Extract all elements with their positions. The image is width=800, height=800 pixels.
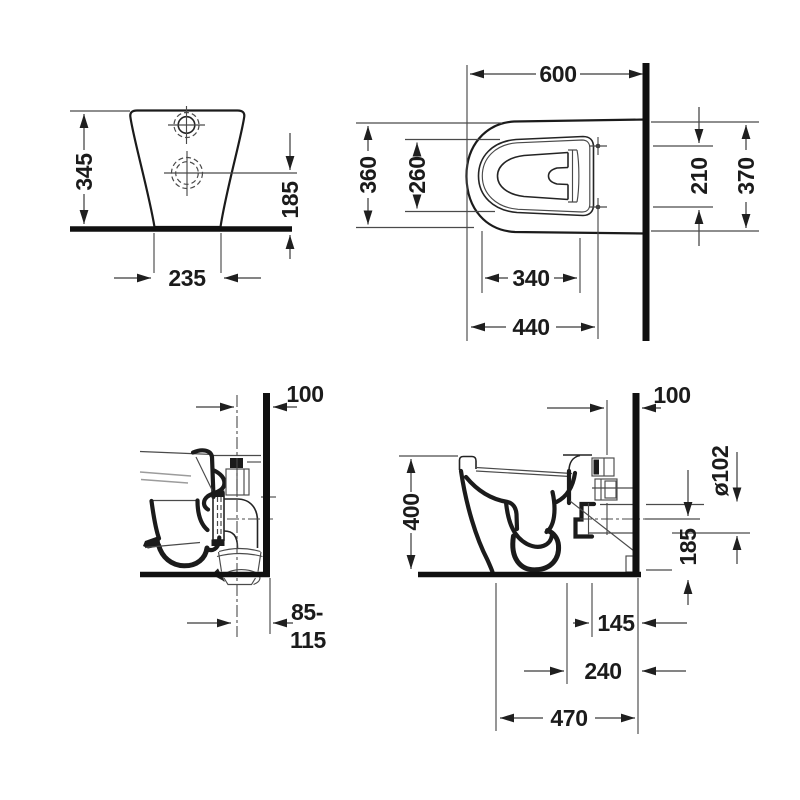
dim-label-115: 115 — [290, 627, 327, 653]
dim-label-360: 360 — [355, 156, 381, 193]
plan-body-outline — [465, 118, 647, 235]
view-side-section: 100 400 ø102 185 1 — [398, 382, 750, 734]
dim-label-145: 145 — [597, 610, 635, 636]
dim-label-370: 370 — [733, 157, 759, 194]
view-outlet-detail: 100 85- 115 — [139, 381, 327, 653]
dim-label-600: 600 — [539, 61, 576, 87]
dim-side-outlet-diameter: ø102 — [646, 446, 750, 564]
dim-front-outlet-height: 185 — [277, 133, 303, 259]
side-body-profile — [458, 454, 656, 575]
dim-plan-opening-length: 340 — [481, 231, 581, 293]
front-hole-outlet — [164, 151, 297, 196]
dim-label-470: 470 — [550, 705, 587, 731]
dim-label-400: 400 — [398, 493, 424, 530]
dim-plan-seat-opening-width: 260 — [404, 138, 500, 213]
dim-detail-wall-to-outlet: 100 — [196, 381, 324, 412]
dim-label-185-side: 185 — [675, 528, 701, 566]
dim-plan-bowl-width: 360 — [355, 122, 502, 229]
plan-hinge-hole-top — [589, 137, 607, 155]
seat-cover-line — [139, 471, 192, 477]
dim-label-240: 240 — [584, 658, 621, 684]
dim-side-wall-to-trap: 240 — [524, 583, 686, 684]
dim-label-260: 260 — [404, 156, 430, 193]
dim-label-345: 345 — [71, 153, 97, 191]
dim-label-85: 85- — [291, 599, 323, 625]
dim-side-wall-to-hinge: 100 — [547, 382, 691, 455]
dim-plan-back-width: 370 — [651, 121, 759, 232]
dim-plan-hinge-hole-spacing: 210 — [653, 107, 713, 246]
dim-label-340: 340 — [512, 265, 549, 291]
plan-bowl-opening — [496, 149, 580, 203]
dim-label-440: 440 — [512, 314, 549, 340]
dim-detail-outlet-range: 85- 115 — [187, 599, 327, 653]
dim-side-outlet-center-height: 185 — [645, 470, 701, 605]
dim-label-235: 235 — [168, 265, 206, 291]
dim-front-base-width: 235 — [114, 233, 261, 291]
view-front: 345 185 235 — [70, 106, 303, 291]
dim-side-wall-to-outlet: 145 — [573, 583, 687, 637]
plan-hinge-hole-bottom — [589, 198, 607, 216]
dim-front-total-height: 345 — [70, 110, 130, 224]
dim-plan-front-to-holes: 440 — [471, 216, 599, 340]
plan-seat-ring — [477, 135, 595, 217]
dim-label-100-detail: 100 — [286, 381, 323, 407]
dim-label-100-side: 100 — [653, 382, 690, 408]
dim-label-210: 210 — [686, 157, 712, 194]
detail-vario-bend — [211, 395, 276, 637]
detail-bowl-section — [143, 498, 222, 569]
view-plan: 600 360 260 210 — [355, 61, 759, 341]
dim-side-wall-to-front: 470 — [495, 578, 639, 734]
dim-label-185-front: 185 — [277, 181, 303, 219]
dim-plan-total-depth: 600 — [466, 61, 643, 341]
dim-label-o102: ø102 — [707, 446, 733, 497]
front-hole-upper — [168, 106, 205, 144]
dim-side-rim-height: 400 — [398, 455, 458, 569]
